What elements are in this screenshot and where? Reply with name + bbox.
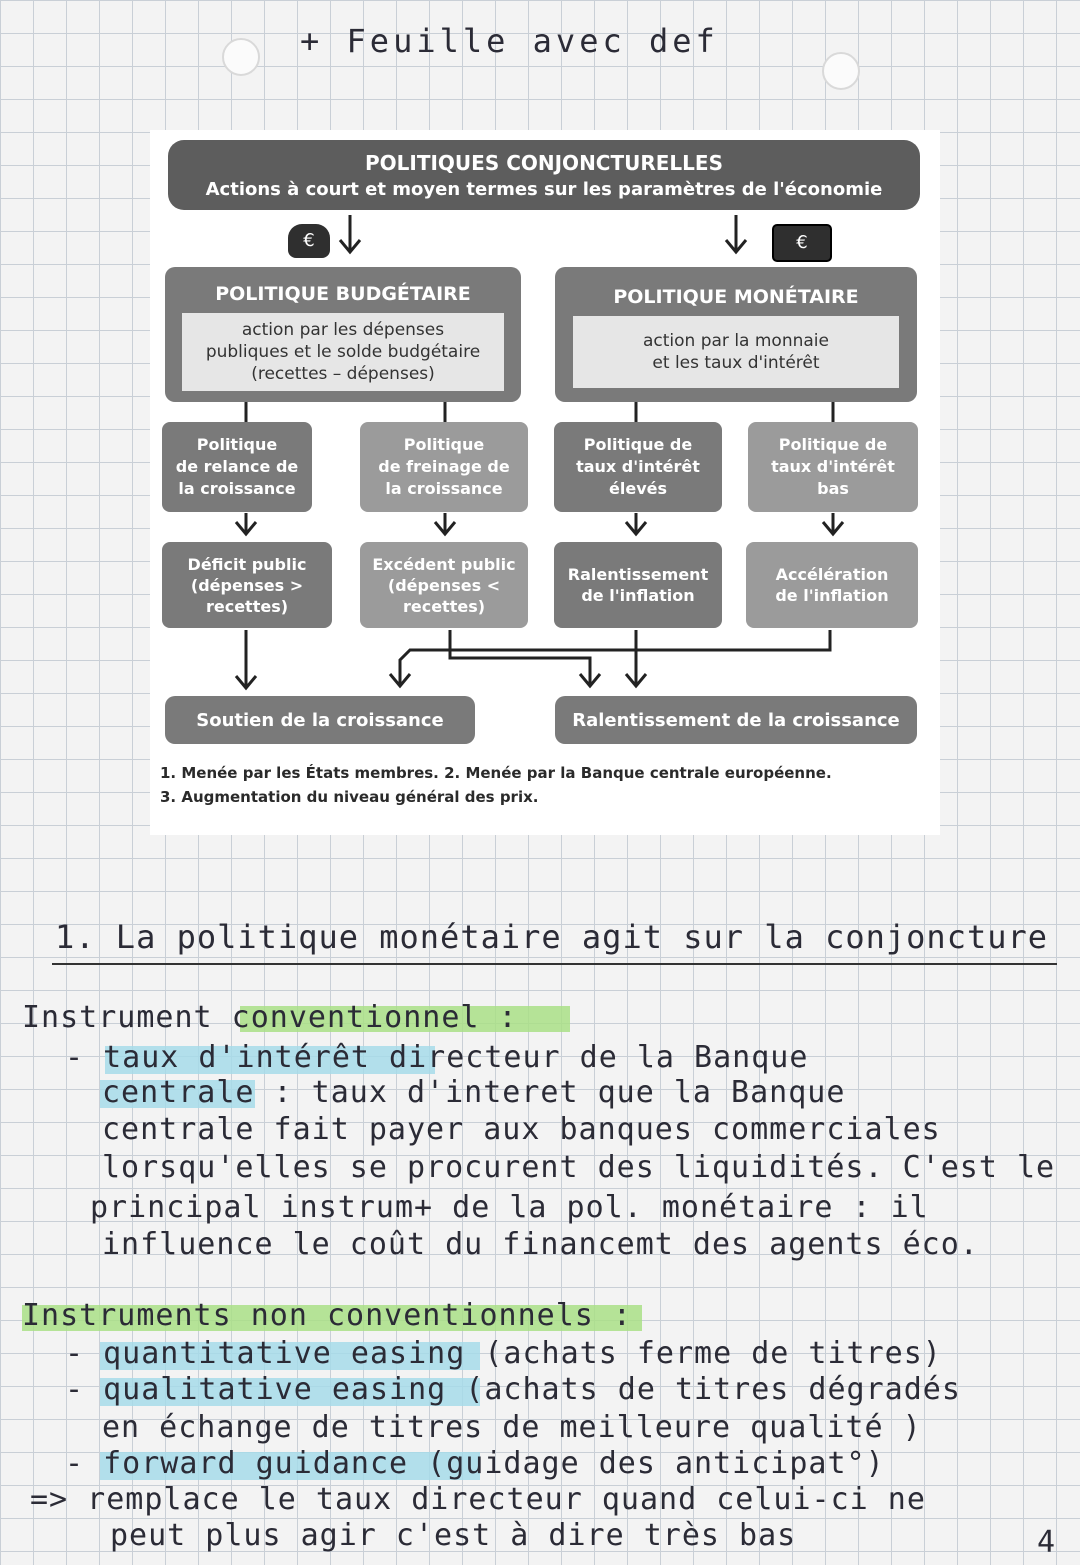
budget-policy-title: POLITIQUE BUDGÉTAIRE bbox=[215, 282, 471, 305]
conv-line: centrale fait payer aux banques commerci… bbox=[102, 1112, 941, 1147]
budget-desc-line: publiques et le solde budgétaire bbox=[205, 341, 481, 362]
budget-policy-desc: action par les dépenses publiques et le … bbox=[182, 312, 504, 391]
policy-box-taux-eleves: Politique de taux d'intérêt élevés bbox=[554, 422, 722, 512]
nonconv-line: => remplace le taux directeur quand celu… bbox=[30, 1482, 926, 1517]
policy-line: bas bbox=[817, 479, 849, 498]
policy-line: Politique bbox=[196, 435, 278, 454]
policy-line: de freinage de bbox=[378, 457, 510, 476]
banknote-icon: € bbox=[772, 224, 832, 262]
result-box-excedent: Excédent public (dépenses < recettes) bbox=[360, 542, 528, 628]
highlight bbox=[100, 1342, 480, 1370]
policy-line: Politique bbox=[403, 435, 485, 454]
policy-line: la croissance bbox=[385, 479, 503, 498]
result-line: (dépenses < bbox=[387, 575, 501, 595]
monetary-policy-box: POLITIQUE MONÉTAIRE action par la monnai… bbox=[555, 267, 917, 402]
policy-line: Politique de bbox=[778, 435, 888, 454]
policy-box-taux-bas: Politique de taux d'intérêt bas bbox=[748, 422, 918, 512]
diagram-title: POLITIQUES CONJONCTURELLES bbox=[365, 150, 723, 175]
budget-policy-box: POLITIQUE BUDGÉTAIRE action par les dépe… bbox=[165, 267, 521, 402]
policy-line: taux d'intérêt bbox=[771, 457, 895, 476]
result-line: Déficit public bbox=[187, 554, 307, 574]
result-line: recettes) bbox=[205, 596, 289, 616]
highlight bbox=[100, 1452, 480, 1480]
conv-line: principal instrum+ de la pol. monétaire … bbox=[90, 1190, 929, 1225]
monetary-desc-line: et les taux d'intérêt bbox=[652, 352, 820, 373]
highlight bbox=[22, 1305, 642, 1331]
policy-line: la croissance bbox=[178, 479, 296, 498]
policy-line: taux d'intérêt bbox=[576, 457, 700, 476]
policy-line: élevés bbox=[609, 479, 667, 498]
conv-line: - taux d'intérêt directeur de la Banque bbox=[65, 1040, 809, 1075]
diagram-header: POLITIQUES CONJONCTURELLES Actions à cou… bbox=[168, 140, 920, 210]
conv-line: influence le coût du financemt des agent… bbox=[102, 1227, 979, 1262]
diagram-subtitle: Actions à court et moyen termes sur les … bbox=[205, 178, 883, 200]
outcome-ralentissement: Ralentissement de la croissance bbox=[555, 696, 917, 744]
footnote-2: 3. Augmentation du niveau général des pr… bbox=[160, 788, 539, 806]
result-line: Accélération bbox=[775, 565, 889, 584]
monetary-policy-title: POLITIQUE MONÉTAIRE bbox=[613, 285, 859, 308]
highlight bbox=[240, 1006, 570, 1032]
result-line: Ralentissement bbox=[567, 565, 709, 584]
conv-line: lorsqu'elles se procurent des liquidités… bbox=[102, 1150, 1056, 1185]
result-line: recettes) bbox=[402, 596, 486, 616]
result-box-ralentissement-inflation: Ralentissement de l'inflation bbox=[554, 542, 722, 628]
budget-desc-line: action par les dépenses bbox=[241, 319, 445, 340]
monetary-policy-desc: action par la monnaie et les taux d'inté… bbox=[572, 315, 900, 388]
nonconv-line: - quantitative easing (achats ferme de t… bbox=[65, 1336, 942, 1371]
conv-line: centrale : taux d'interet que la Banque bbox=[102, 1075, 846, 1110]
result-box-deficit: Déficit public (dépenses > recettes) bbox=[162, 542, 332, 628]
policy-line: de relance de bbox=[175, 457, 299, 476]
diagram-connectors bbox=[234, 215, 845, 691]
title-underline bbox=[52, 963, 1057, 965]
result-line: de l'inflation bbox=[581, 586, 695, 605]
highlight bbox=[100, 1080, 255, 1108]
section-title: 1. La politique monétaire agit sur la co… bbox=[55, 918, 1049, 956]
budget-desc-line: (recettes – dépenses) bbox=[251, 363, 435, 384]
result-box-acceleration-inflation: Accélération de l'inflation bbox=[746, 542, 918, 628]
binder-hole-left bbox=[222, 38, 260, 76]
nonconv-line: en échange de titres de meilleure qualit… bbox=[102, 1410, 922, 1445]
page-number: 4 bbox=[1036, 1525, 1056, 1560]
nonconv-line: - forward guidance (guidage des anticipa… bbox=[65, 1446, 885, 1481]
binder-hole-right bbox=[822, 52, 860, 90]
nonconv-heading: Instruments non conventionnels : bbox=[22, 1298, 632, 1333]
result-line: de l'inflation bbox=[775, 586, 889, 605]
policy-line: Politique de bbox=[583, 435, 693, 454]
money-bag-icon: € bbox=[288, 224, 330, 258]
footnote-1: 1. Menée par les États membres. 2. Menée… bbox=[160, 764, 832, 782]
outcome-soutien: Soutien de la croissance bbox=[165, 696, 475, 744]
monetary-desc-line: action par la monnaie bbox=[642, 330, 829, 351]
result-line: (dépenses > bbox=[190, 575, 304, 595]
nonconv-line: peut plus agir c'est à dire très bas bbox=[110, 1518, 797, 1553]
policy-box-freinage: Politique de freinage de la croissance bbox=[360, 422, 528, 512]
top-note: + Feuille avec def bbox=[300, 22, 719, 60]
nonconv-line: - qualitative easing (achats de titres d… bbox=[65, 1372, 961, 1407]
highlight bbox=[100, 1378, 480, 1406]
result-line: Excédent public bbox=[372, 554, 516, 574]
conv-heading: Instrument conventionnel : bbox=[22, 1000, 518, 1035]
policy-box-relance: Politique de relance de la croissance bbox=[162, 422, 312, 512]
highlight bbox=[105, 1046, 435, 1074]
policy-diagram: POLITIQUES CONJONCTURELLES Actions à cou… bbox=[150, 130, 940, 835]
